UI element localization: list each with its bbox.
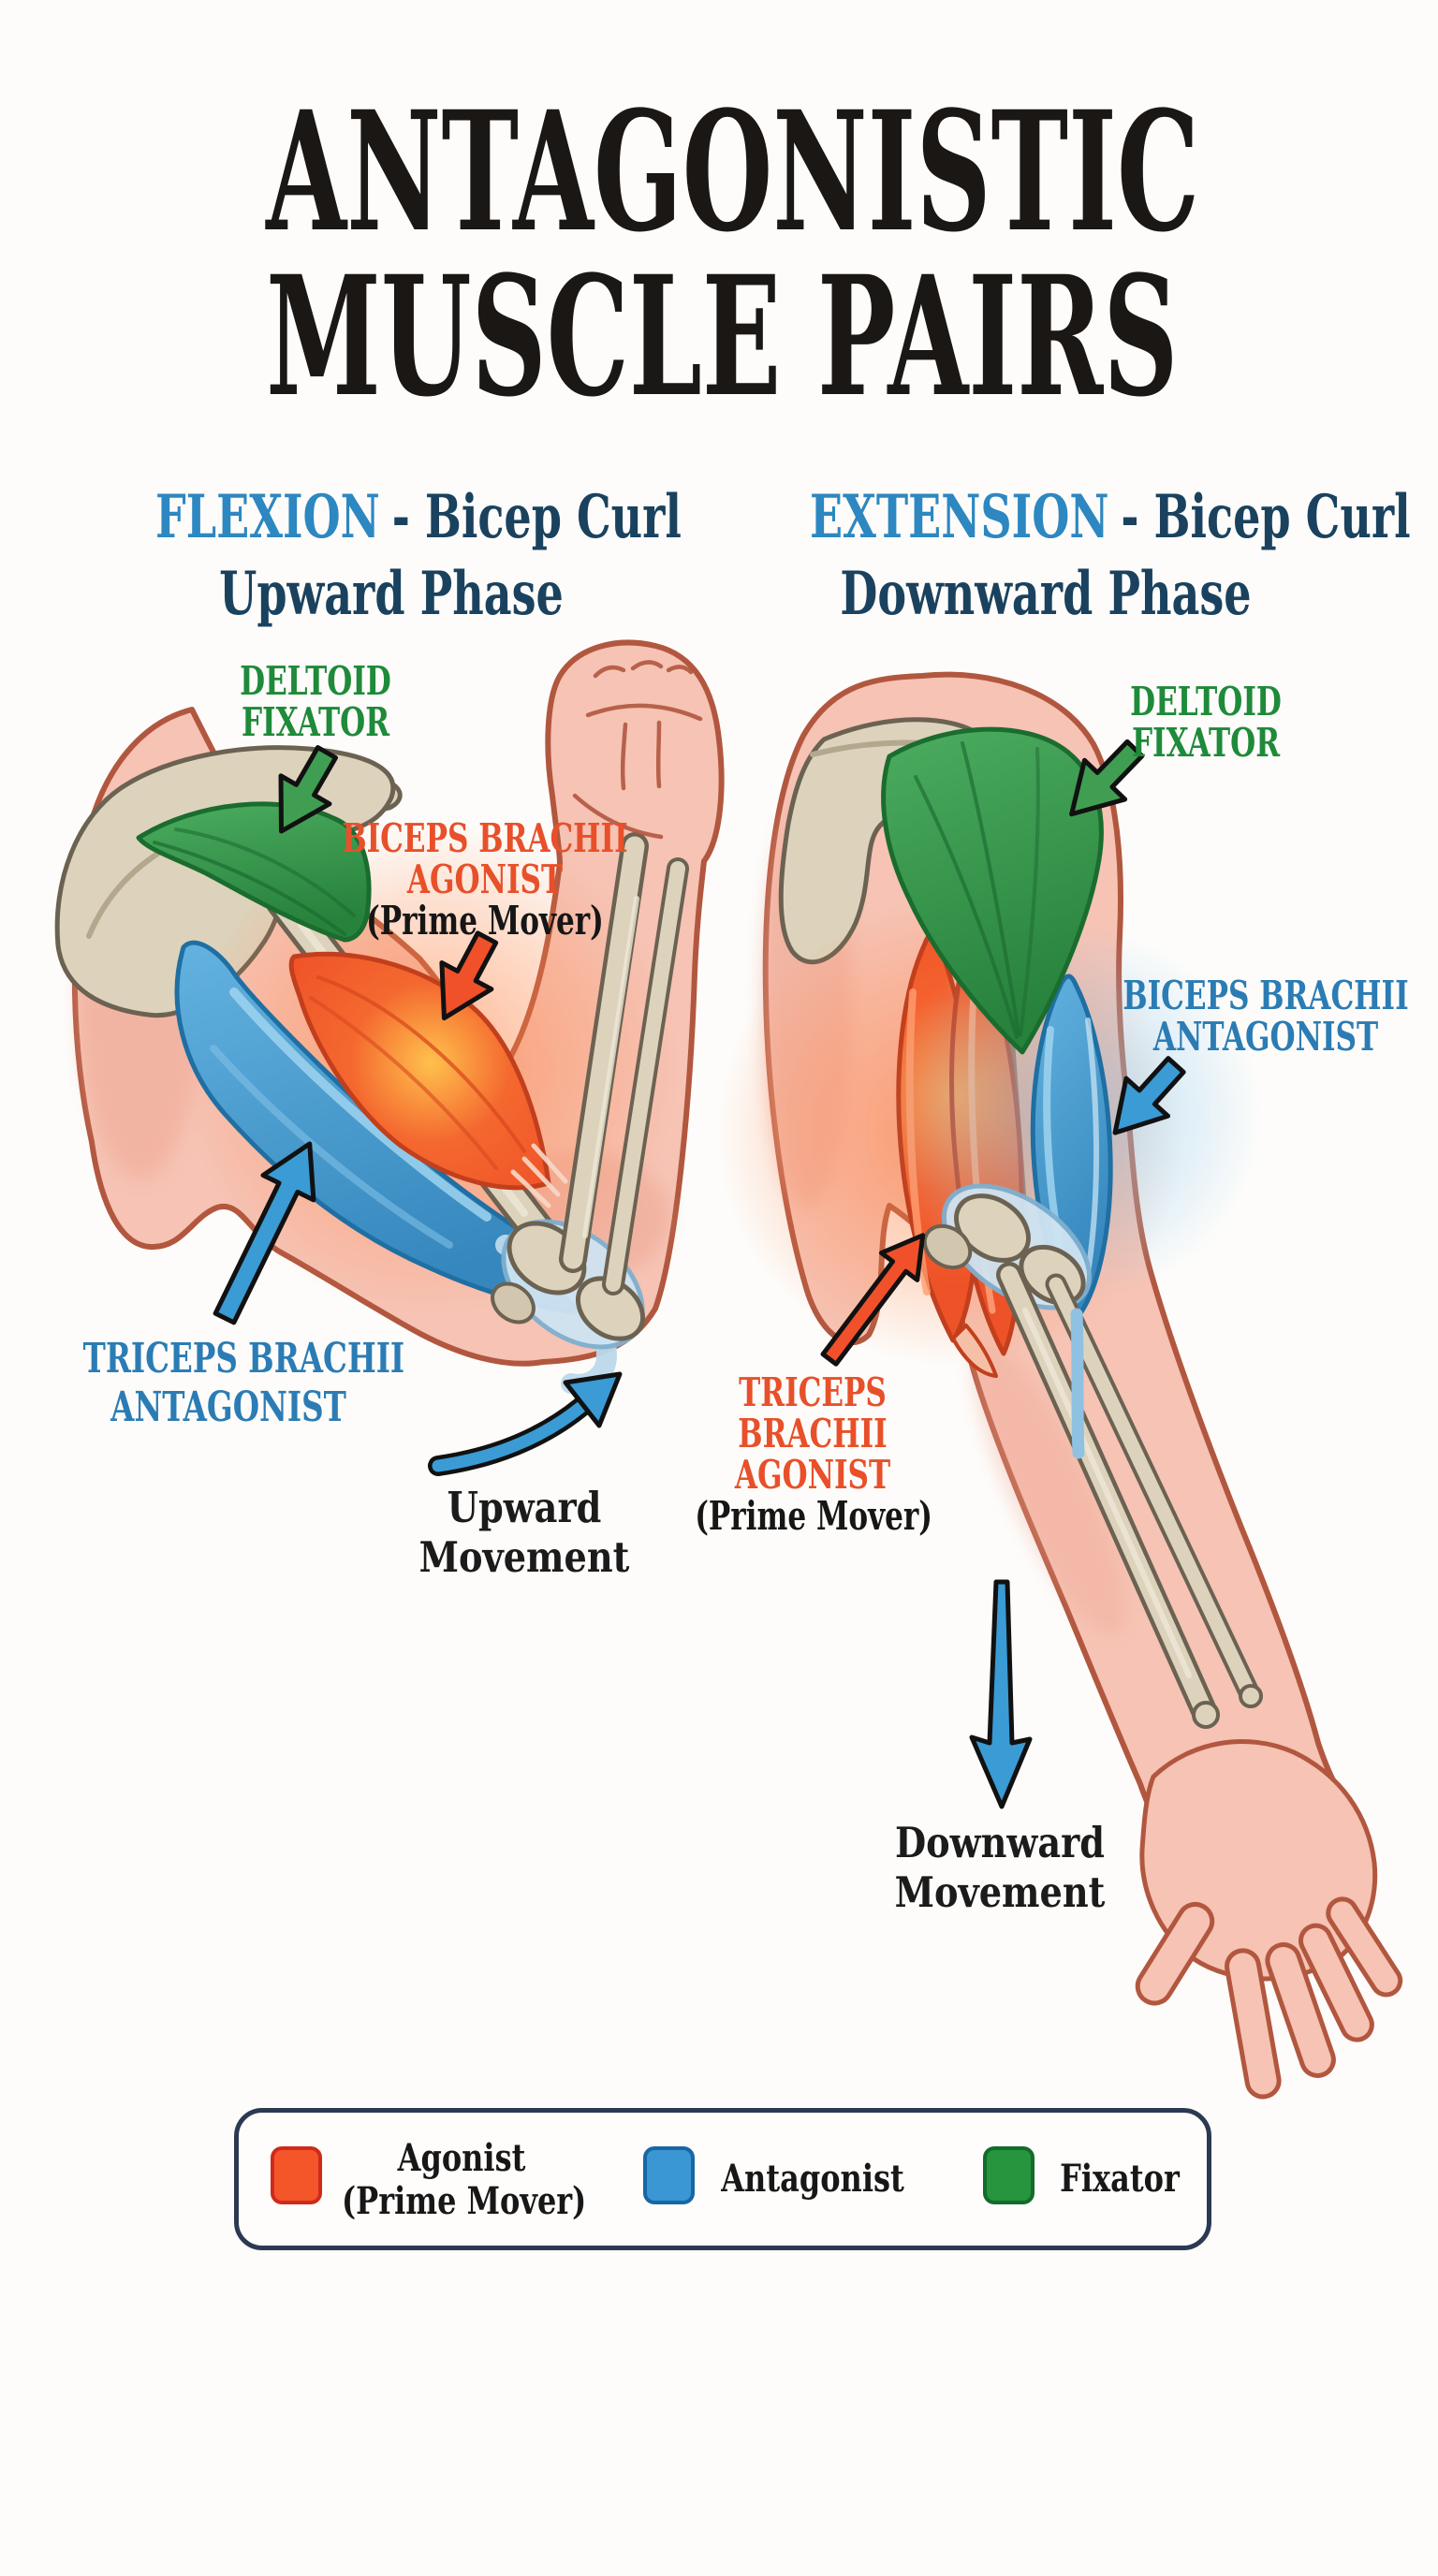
thumb-right — [1135, 1901, 1215, 2006]
upward-movement-label: Upward Movement — [418, 1483, 630, 1582]
right-panel-heading: EXTENSION- Bicep Curl Downward Phase — [718, 479, 1411, 633]
right-heading-rest: - Bicep Curl — [1121, 482, 1411, 552]
downward-movement-label: Downward Movement — [894, 1818, 1106, 1917]
left-heading-keyword: FLEXION — [154, 482, 380, 552]
page-title: ANTAGONISTIC MUSCLE PAIRS — [0, 90, 1438, 419]
biceps-tendon-right — [1070, 1308, 1085, 1459]
triceps-note-right: (Prime Mover) — [695, 1493, 932, 1539]
deltoid-left — [136, 801, 372, 943]
agonist-legend-label: Agonist (Prime Mover) — [342, 2136, 587, 2223]
fixator-swatch — [983, 2146, 1034, 2204]
right-heading-keyword: EXTENSION — [810, 482, 1109, 552]
forearm-bones-left — [559, 832, 689, 1295]
extended-arm-figure — [716, 671, 1403, 2100]
downward-movement-arrow-icon — [969, 1579, 1033, 1809]
deltoid-label-right: DELTOID FIXATOR — [1130, 679, 1282, 766]
legend: Agonist (Prime Mover) Antagonist Fixator — [234, 2108, 1211, 2250]
finger-2-right — [1265, 1942, 1336, 2078]
forearm-bones-right — [996, 1262, 1263, 1729]
elbow-joint-left — [491, 1219, 646, 1350]
agonist-swatch — [271, 2146, 322, 2204]
biceps-left — [288, 951, 568, 1208]
biceps-label-left: BICEPS BRACHII AGONIST (Prime Mover) — [288, 818, 682, 942]
hand-right — [1135, 1738, 1403, 2100]
page-title-line2: MUSCLE PAIRS — [266, 240, 1179, 433]
left-heading-rest: - Bicep Curl — [391, 482, 682, 552]
fist-details-left — [572, 660, 703, 840]
finger-1-right — [1225, 1948, 1282, 2100]
right-heading-line2: Downward Phase — [840, 559, 1252, 629]
upward-movement-arrow-icon — [428, 1371, 623, 1476]
finger-4-right — [1326, 1896, 1403, 1998]
biceps-label-right: BICEPS BRACHII ANTAGONIST — [1123, 973, 1409, 1060]
deltoid-right — [881, 726, 1104, 1055]
triceps-label-right: TRICEPS BRACHII AGONIST (Prime Mover) — [695, 1369, 932, 1539]
skin-shading-right-forearm — [972, 1342, 1125, 1634]
fixator-legend-label: Fixator — [1060, 2157, 1180, 2201]
page-title-line1: ANTAGONISTIC — [266, 75, 1200, 269]
triceps-label-left: TRICEPS BRACHII ANTAGONIST — [82, 1335, 405, 1431]
left-heading-line2: Upward Phase — [219, 559, 564, 629]
flexed-arm-figure — [54, 639, 725, 1476]
biceps-note-left: (Prime Mover) — [366, 898, 604, 944]
antagonist-legend-label: Antagonist — [721, 2157, 904, 2201]
deltoid-label-left: DELTOID FIXATOR — [240, 658, 391, 745]
left-panel-heading: FLEXION- Bicep Curl Upward Phase — [64, 479, 719, 633]
antagonist-swatch — [643, 2146, 695, 2204]
finger-3-right — [1299, 1923, 1374, 2042]
